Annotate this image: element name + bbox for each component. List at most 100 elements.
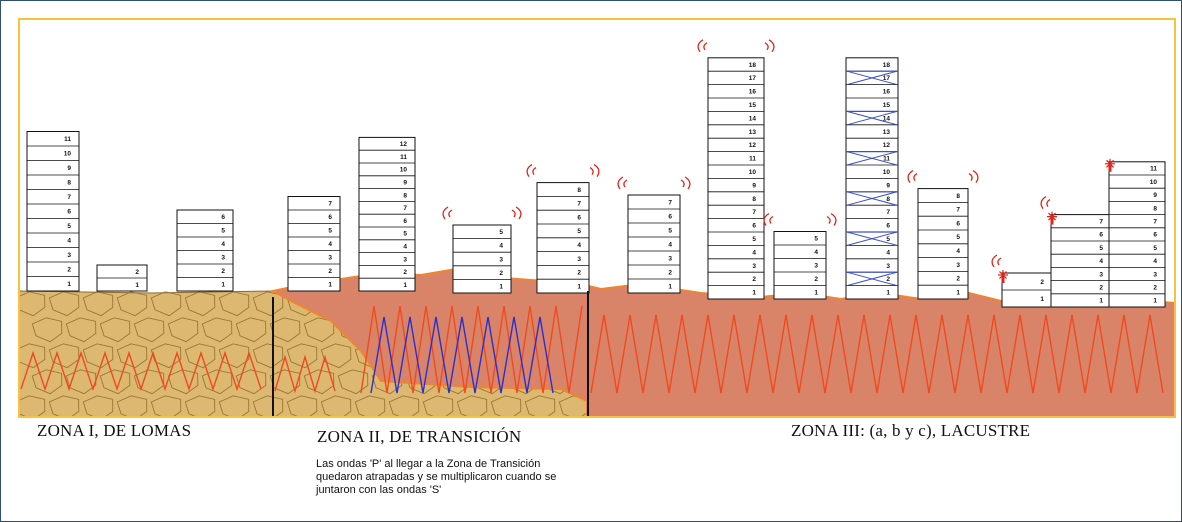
floor-number: 9 [886, 182, 890, 189]
damage-mark [1001, 275, 1005, 283]
rock-stone [48, 395, 80, 417]
rock-stone [252, 343, 284, 369]
floor-number: 3 [499, 256, 503, 263]
vibration-arc-right-inner [680, 179, 685, 188]
brace [846, 231, 898, 246]
floor-number: 9 [752, 182, 756, 189]
building-body [287, 196, 341, 292]
rock-stone [388, 395, 420, 417]
rock-stone [48, 291, 80, 317]
floor-number: 2 [668, 269, 672, 276]
floor-number: 17 [883, 75, 891, 82]
floor-number: 3 [221, 255, 225, 262]
rock-stone [48, 343, 80, 369]
floor-number: 11 [883, 156, 890, 163]
floor-number: 4 [67, 238, 71, 245]
floor-number: 6 [1153, 232, 1157, 239]
floor-number: 3 [67, 252, 71, 259]
damage-ray [1051, 212, 1056, 218]
vibration-arc-right-inner [511, 209, 516, 218]
vibration-arc-right [830, 212, 837, 226]
floor-number: 2 [328, 268, 332, 275]
vibration-arc-right-inner [764, 42, 769, 51]
floor-number: 6 [67, 209, 71, 216]
rock-stone [337, 369, 369, 395]
rock-stone [201, 317, 233, 343]
vibration-icon [526, 164, 600, 177]
floor-number: 5 [499, 229, 503, 236]
rock-stone [65, 369, 97, 395]
floor-number: 2 [886, 276, 890, 283]
floor-number: 5 [668, 227, 672, 234]
rock-stone [31, 369, 63, 395]
floor-number: 3 [752, 263, 756, 270]
floor-number: 8 [577, 187, 581, 194]
s-wave-zone-2 [360, 305, 583, 394]
building-body [1050, 214, 1112, 308]
floor-number: 6 [668, 213, 672, 220]
floor-number: 1 [328, 282, 332, 289]
rock-stone [235, 369, 267, 395]
rock-stone [286, 395, 318, 417]
zone-2-label: ZONA II, DE TRANSICIÓN [317, 427, 522, 446]
floor-number: 5 [814, 236, 818, 243]
floor-number: 4 [403, 244, 407, 251]
rock-stone [218, 343, 250, 369]
rock-stone [184, 395, 216, 417]
panel-border [18, 18, 1176, 418]
vibration-arc-left-inner [1046, 199, 1051, 207]
building-body [26, 131, 80, 292]
rock-stone [65, 317, 97, 343]
vibration-arc-left [697, 39, 704, 53]
floor-number: 18 [883, 62, 891, 69]
rock-stone [490, 395, 522, 417]
floor-number: 3 [956, 262, 960, 269]
floor-number: 3 [577, 256, 581, 263]
damage-icon [998, 270, 1008, 283]
floor-number: 2 [1153, 285, 1157, 292]
floor-number: 1 [668, 283, 672, 290]
floor-number: 5 [328, 228, 332, 235]
floor-number: 2 [956, 276, 960, 283]
brace [846, 191, 898, 206]
floor-number: 6 [221, 214, 225, 221]
floor-number: 5 [577, 228, 581, 235]
rock-stone [286, 343, 318, 369]
vibration-arc-right [684, 176, 691, 190]
s-wave-zone-3 [590, 314, 1164, 394]
building-body [627, 194, 681, 294]
floor-number: 4 [1099, 258, 1103, 265]
rock-stone [19, 343, 46, 369]
rock-stone [320, 343, 352, 369]
rock-stone [150, 343, 182, 369]
floor-number: 7 [668, 199, 672, 206]
rock-stone [456, 395, 488, 417]
floor-number: 9 [1153, 192, 1157, 199]
floor-number: 5 [886, 236, 890, 243]
floor-number: 7 [1153, 219, 1157, 226]
floor-number: 10 [1150, 179, 1158, 186]
floor-number: 8 [886, 196, 890, 203]
vibration-arc-left [907, 170, 914, 183]
floor-number: 2 [752, 276, 756, 283]
floor-number: 12 [400, 141, 408, 148]
floor-number: 7 [886, 209, 890, 216]
floor-number: 4 [668, 241, 672, 248]
s-wave-zone-1 [20, 350, 262, 392]
floor-number: 10 [749, 169, 757, 176]
seismic-waves [20, 305, 1164, 394]
rock-stone [422, 395, 454, 417]
rock-stone [218, 291, 250, 317]
vibration-arc-left [526, 164, 533, 177]
floor-number: 16 [749, 89, 757, 96]
floor-number: 8 [752, 196, 756, 203]
floor-number: 2 [499, 270, 503, 277]
floor-number: 2 [1040, 279, 1044, 286]
rock-stone [184, 291, 216, 317]
floor-number: 6 [328, 214, 332, 221]
